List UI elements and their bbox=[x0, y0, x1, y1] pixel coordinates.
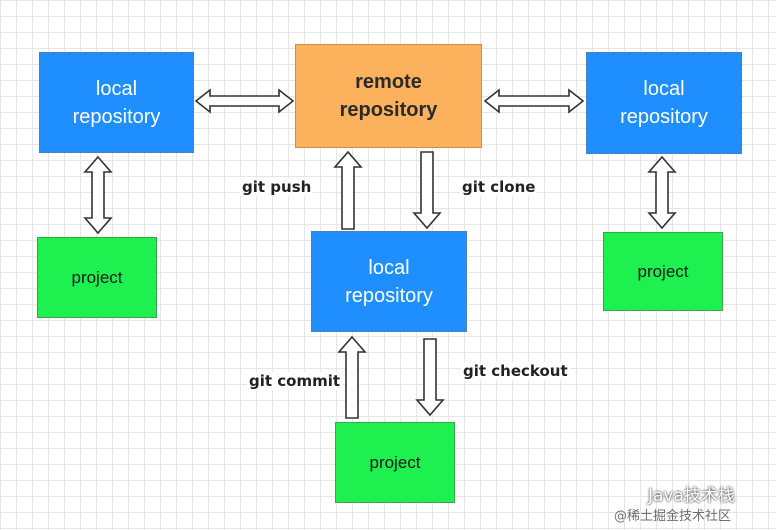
watermark-brand: Java技术栈 bbox=[648, 486, 735, 506]
arrow-git-clone bbox=[412, 151, 442, 230]
arrow-local-left-remote bbox=[194, 88, 295, 114]
label-git-push: git push bbox=[240, 178, 314, 196]
arrow-remote-local-right bbox=[483, 88, 585, 114]
arrow-local-left-project bbox=[83, 155, 113, 235]
local-repository-left-label: local repository bbox=[72, 77, 161, 128]
arrow-git-commit bbox=[337, 335, 367, 419]
local-repository-center: local repository bbox=[311, 231, 467, 332]
label-git-clone: git clone bbox=[460, 178, 538, 196]
label-git-checkout: git checkout bbox=[461, 362, 570, 380]
local-repository-right-label: local repository bbox=[620, 78, 708, 128]
remote-repository: remote repository bbox=[295, 44, 482, 148]
local-repository-left: local repository bbox=[39, 52, 194, 153]
project-right: project bbox=[603, 232, 723, 311]
local-repository-center-label: local repository bbox=[345, 256, 433, 307]
remote-repository-label: remote repository bbox=[339, 71, 438, 121]
project-left: project bbox=[37, 237, 157, 318]
arrow-local-right-project bbox=[647, 155, 677, 230]
project-left-label: project bbox=[71, 267, 123, 287]
project-center-label: project bbox=[369, 452, 421, 472]
local-repository-right: local repository bbox=[586, 52, 742, 154]
arrow-git-push bbox=[333, 150, 363, 230]
arrow-git-checkout bbox=[415, 338, 445, 417]
project-center: project bbox=[335, 422, 455, 503]
watermark-sub: @稀土掘金技术社区 bbox=[614, 509, 732, 524]
project-right-label: project bbox=[637, 261, 689, 281]
label-git-commit: git commit bbox=[247, 372, 343, 390]
